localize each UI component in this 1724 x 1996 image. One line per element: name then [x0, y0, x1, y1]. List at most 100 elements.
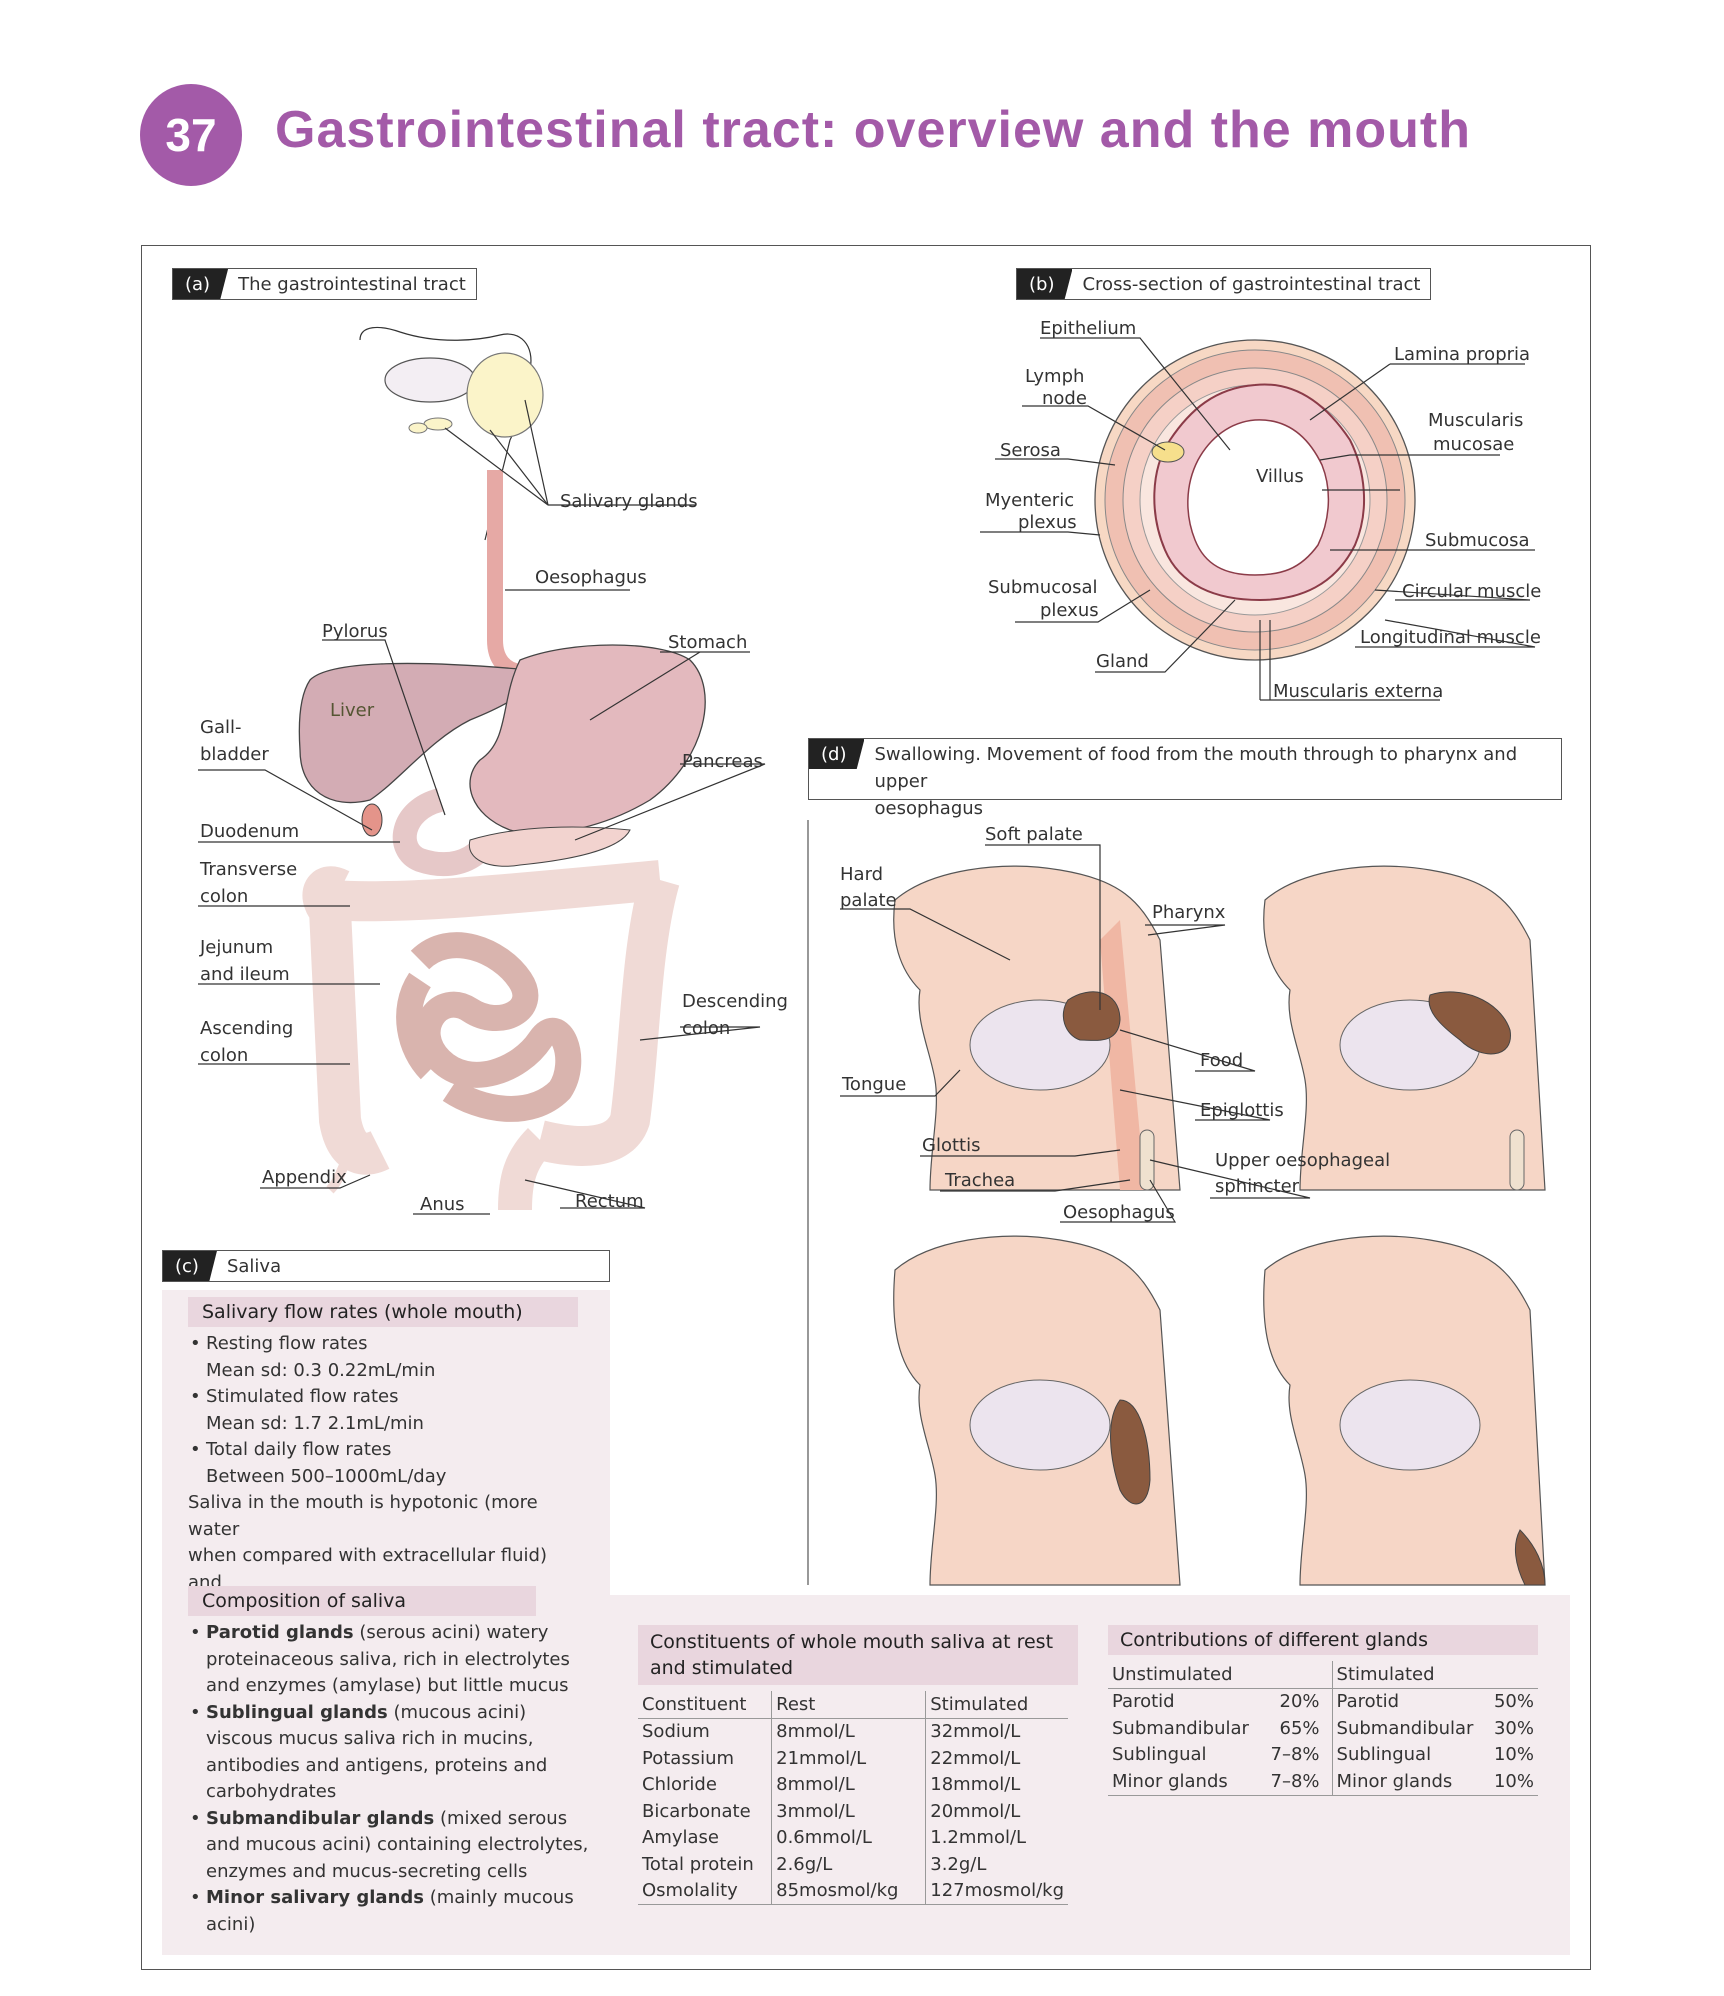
panel-a-tag: (a) The gastrointestinal tract	[172, 268, 477, 300]
table-cell: 32mmol/L	[930, 1721, 1021, 1743]
contributions-col-unstimulated: Unstimulated	[1108, 1661, 1333, 1688]
panel-c-tag: (c) Saliva	[162, 1250, 610, 1282]
panel-d-title-1: Swallowing. Movement of food from the mo…	[874, 744, 1518, 792]
flow-note-1: Saliva in the mouth is hypotonic (more w…	[188, 1492, 538, 1540]
panel-a-labels: Salivary glands Oesophagus Pylorus Stoma…	[199, 491, 788, 1215]
food-bolus-1	[1062, 991, 1121, 1041]
panel-d-tag: (d) Swallowing. Movement of food from th…	[808, 738, 1562, 819]
table-cell: 10%	[1493, 1744, 1534, 1766]
table-cell: 22mmol/L	[930, 1747, 1021, 1769]
table-cell: Chloride	[638, 1771, 773, 1798]
composition-line-sublingual-0: (mucous acini)	[387, 1701, 527, 1723]
table-cell: 2.6g/L	[771, 1851, 927, 1878]
panel-c-title: Saliva	[226, 1255, 282, 1277]
swallow-stage-2	[1263, 865, 1546, 1191]
constituents-col-constituent: Constituent	[638, 1691, 773, 1718]
label-anus: Anus	[420, 1194, 465, 1215]
label-epiglottis: Epiglottis	[1200, 1100, 1284, 1121]
parotid-gland	[466, 352, 544, 438]
label-myenteric-1: Myenteric	[985, 490, 1074, 511]
table-cell: 8mmol/L	[771, 1771, 927, 1798]
label-descending-2: colon	[682, 1018, 730, 1039]
label-ues-1: Upper oesophageal	[1215, 1150, 1390, 1171]
label-gland: Gland	[1096, 651, 1149, 672]
contributions-col-stimulated: Stimulated	[1336, 1663, 1435, 1685]
label-oesophagus-a: Oesophagus	[535, 567, 647, 588]
composition-line-parotid-1: proteinaceous saliva, rich in electrolyt…	[206, 1648, 570, 1670]
table-cell: 0.6mmol/L	[771, 1824, 927, 1851]
swallow-stage-4	[1263, 1235, 1546, 1586]
composition-line-submandibular-1: and mucous acini) containing electrolyte…	[206, 1834, 589, 1855]
table-cell: 10%	[1493, 1770, 1534, 1792]
table-cell: Potassium	[638, 1745, 773, 1772]
label-epithelium: Epithelium	[1040, 318, 1136, 339]
label-ascending-1: Ascending	[200, 1018, 293, 1039]
table-cell: 20mmol/L	[930, 1800, 1021, 1822]
lumen-shape	[1187, 419, 1330, 576]
composition-line-sublingual-1: viscous mucus saliva rich in mucins,	[206, 1728, 534, 1749]
label-liver: Liver	[330, 700, 375, 721]
panel-d-labels: Soft palate Hard palate Pharynx Food Ton…	[840, 824, 1390, 1223]
panel-a-letter: (a)	[173, 269, 229, 299]
label-descending-1: Descending	[682, 991, 788, 1012]
composition-line-submandibular-2: enzymes and mucus-secreting cells	[206, 1860, 528, 1882]
label-lymph-2: node	[1042, 388, 1087, 409]
label-gall-2: bladder	[200, 744, 269, 765]
label-longitudinal-muscle: Longitudinal muscle	[1360, 627, 1541, 648]
table-cell: Total protein	[638, 1851, 773, 1878]
label-transverse-2: colon	[200, 886, 248, 907]
transverse-colon-shape	[328, 860, 662, 922]
small-intestine-shape	[396, 932, 582, 1122]
flow-item-total-value: Between 500–1000mL/day	[206, 1465, 447, 1487]
label-glottis: Glottis	[922, 1135, 980, 1156]
label-muscularis-m-1: Muscularis	[1428, 410, 1523, 431]
table-cell: 65%	[1262, 1715, 1333, 1742]
sublingual-gland	[408, 422, 428, 434]
table-cell: 50%	[1493, 1691, 1534, 1713]
label-submucosa: Submucosa	[1425, 530, 1530, 551]
composition-line-parotid-2: and enzymes (amylase) but little mucus	[206, 1675, 569, 1696]
table-cell: 20%	[1262, 1688, 1333, 1715]
flow-item-resting-value: Mean sd: 0.3 0.22mL/min	[206, 1359, 436, 1381]
chapter-badge: 37	[140, 84, 242, 186]
label-hard-2: palate	[840, 890, 897, 911]
contributions-section: Contributions of different glands Unstim…	[1108, 1625, 1538, 1796]
label-serosa: Serosa	[1000, 440, 1061, 461]
stomach-shape	[469, 644, 706, 835]
panel-b-letter: (b)	[1017, 269, 1073, 299]
label-pharynx: Pharynx	[1152, 902, 1226, 923]
table-cell: Sublingual	[1336, 1744, 1432, 1766]
panel-d-letter: (d)	[809, 739, 865, 769]
panel-c-letter: (c)	[163, 1251, 217, 1281]
constituents-section: Constituents of whole mouth saliva at re…	[638, 1625, 1078, 1905]
composition-line-minor-0: (mainly mucous acini)	[206, 1887, 574, 1935]
table-cell: 3mmol/L	[771, 1798, 927, 1825]
food-bolus-3	[1110, 1399, 1151, 1505]
label-appendix: Appendix	[262, 1167, 347, 1188]
panel-d-title-2: oesophagus	[874, 798, 984, 819]
cross-section-illustration	[1094, 339, 1416, 661]
table-cell: Bicarbonate	[638, 1798, 773, 1825]
table-cell: Sodium	[638, 1718, 773, 1745]
table-cell: 3.2g/L	[930, 1853, 987, 1875]
label-rectum: Rectum	[575, 1191, 644, 1212]
label-submucosal-1: Submucosal	[988, 577, 1098, 598]
table-cell: Submandibular	[1336, 1717, 1474, 1739]
label-duodenum: Duodenum	[200, 821, 299, 842]
composition-line-sublingual-2: antibodies and antigens, proteins and	[206, 1754, 548, 1776]
constituents-col-rest: Rest	[771, 1691, 927, 1718]
composition-name-minor: Minor salivary glands	[206, 1887, 424, 1908]
panel-a-leaders	[198, 399, 766, 1215]
composition-name-submandibular: Submandibular glands	[206, 1807, 435, 1829]
panel-d-leaders	[840, 844, 1311, 1223]
label-oesophagus-d: Oesophagus	[1063, 1202, 1175, 1223]
swallowing-illustrations	[807, 820, 1546, 1586]
label-submucosal-2: plexus	[1040, 600, 1099, 621]
flow-rates-section: Salivary flow rates (whole mouth) Restin…	[188, 1297, 578, 1623]
table-cell: 8mmol/L	[771, 1718, 927, 1745]
label-tongue: Tongue	[841, 1074, 906, 1095]
table-cell: 18mmol/L	[930, 1774, 1021, 1796]
label-food: Food	[1200, 1050, 1243, 1071]
